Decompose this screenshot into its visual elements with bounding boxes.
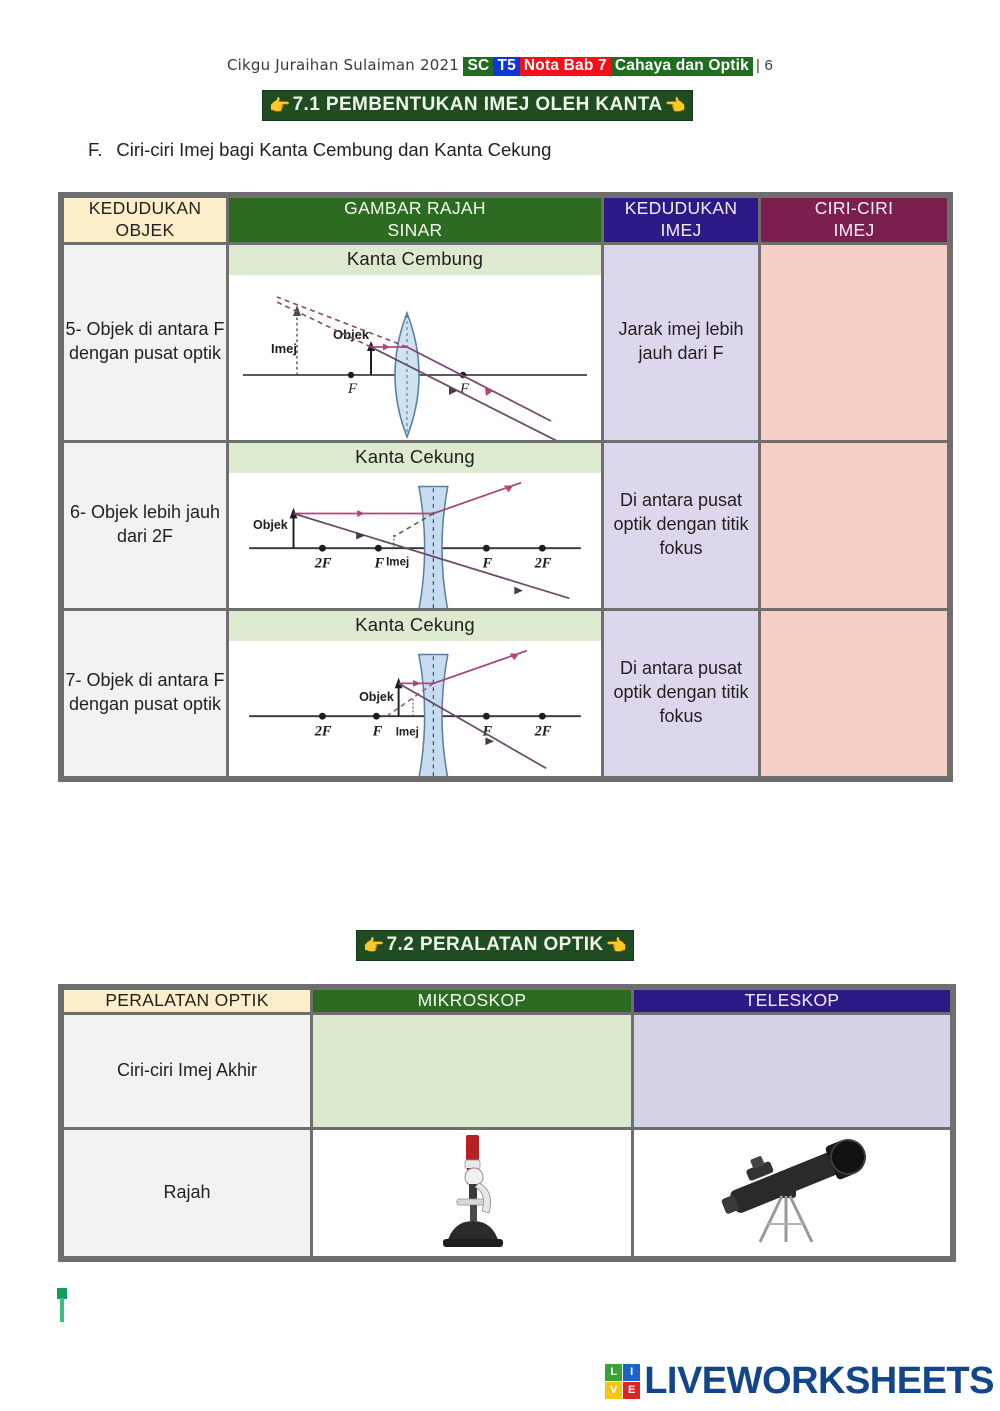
logo-square-l: L xyxy=(605,1364,623,1381)
table-row: 5- Objek di antara F dengan pusat optik … xyxy=(64,244,947,440)
row-2-ray-diagram-cell: Kanta Cekung 2F F F xyxy=(229,442,601,608)
row-1-diagram-title: Kanta Cembung xyxy=(346,247,484,269)
table-row: 6- Objek lebih jauh dari 2F Kanta Cekung xyxy=(64,442,947,608)
section-banner-7-1-label: 7.1 PEMBENTUKAN IMEJ OLEH KANTA xyxy=(292,94,663,115)
section-banner-7-2-label: 7.2 PERALATAN OPTIK xyxy=(386,934,604,955)
row-2-image-position: Di antara pusat optik dengan titik fokus xyxy=(604,442,758,608)
row-3-diagram-box: 2F F F 2F Objek Imej xyxy=(229,640,601,776)
svg-text:F: F xyxy=(459,381,470,397)
header-line-1: KEDUDUKAN xyxy=(88,198,202,218)
logo-square-v: V xyxy=(605,1382,623,1399)
table-row: Rajah xyxy=(64,1129,950,1256)
header-line-2: IMEJ xyxy=(833,219,875,240)
svg-text:2F: 2F xyxy=(534,555,552,571)
row-1-image-characteristics[interactable] xyxy=(761,244,947,440)
svg-text:Objek: Objek xyxy=(253,518,288,532)
header-line-2: SINAR xyxy=(387,219,443,240)
svg-text:Imej: Imej xyxy=(386,556,409,568)
table-header-row: PERALATAN OPTIK MIKROSKOP TELESKOP xyxy=(64,990,950,1012)
logo-squares: L I V E xyxy=(605,1364,641,1399)
row-rajah-label: Rajah xyxy=(64,1129,310,1256)
green-cursor-marker-icon xyxy=(57,1288,67,1322)
svg-text:2F: 2F xyxy=(314,555,332,571)
runhead-page-number: | 6 xyxy=(756,57,774,74)
svg-text:Objek: Objek xyxy=(359,690,394,704)
row-ciri-ciri-mikroskop-answer[interactable] xyxy=(313,1014,631,1127)
pointing-left-hand-icon: 👈 xyxy=(664,95,687,115)
row-2-image-characteristics[interactable] xyxy=(761,442,947,608)
pointing-right-hand-icon: 👉 xyxy=(363,935,385,955)
runhead-chip-nota: Nota Bab 7 xyxy=(519,57,611,77)
runhead-author: Cikgu Juraihan Sulaiman 2021 xyxy=(226,56,459,74)
svg-text:Imej: Imej xyxy=(396,726,419,738)
section-banner-7-2: 👉 7.2 PERALATAN OPTIK 👈 xyxy=(356,930,635,961)
table-header-row: KEDUDUKAN OBJEK GAMBAR RAJAH SINAR KEDUD… xyxy=(64,198,947,242)
runhead-chip-t5: T5 xyxy=(493,57,520,77)
svg-text:F: F xyxy=(482,555,493,571)
logo-wordmark: LIVEWORKSHEETS xyxy=(644,1360,994,1402)
lens-image-table: KEDUDUKAN OBJEK GAMBAR RAJAH SINAR KEDUD… xyxy=(58,192,953,782)
svg-text:Imej: Imej xyxy=(271,341,297,356)
row-ciri-ciri-imej-akhir-label: Ciri-ciri Imej Akhir xyxy=(64,1014,310,1127)
row-2-object-position: 6- Objek lebih jauh dari 2F xyxy=(64,442,226,608)
header-kedudukan-imej: KEDUDUKAN IMEJ xyxy=(604,198,758,242)
telescope-icon xyxy=(721,1139,866,1244)
svg-text:F: F xyxy=(374,555,385,571)
header-peralatan-optik: PERALATAN OPTIK xyxy=(64,990,310,1012)
row-3-image-position: Di antara pusat optik dengan titik fokus xyxy=(604,610,758,776)
row-1-diagram-box: F F Objek Imej xyxy=(229,274,601,440)
svg-text:2F: 2F xyxy=(534,723,552,739)
row-1-object-position: 5- Objek di antara F dengan pusat optik xyxy=(64,244,226,440)
header-mikroskop: MIKROSKOP xyxy=(313,990,631,1012)
header-teleskop: TELESKOP xyxy=(634,990,950,1012)
microscope-icon xyxy=(443,1135,503,1248)
svg-text:F: F xyxy=(347,381,358,397)
liveworksheets-logo: L I V E LIVEWORKSHEETS xyxy=(605,1360,994,1403)
row-2-diagram-box: 2F F F 2F Objek Imej xyxy=(229,472,601,608)
header-line-2: IMEJ xyxy=(660,219,702,240)
subheading-letter: F. xyxy=(88,139,103,160)
row-1-ray-diagram-cell: Kanta Cembung F F xyxy=(229,244,601,440)
svg-text:F: F xyxy=(372,723,383,739)
subheading-f: F. Ciri-ciri Imej bagi Kanta Cembung dan … xyxy=(88,139,551,161)
row-3-diagram-title: Kanta Cekung xyxy=(355,613,475,635)
row-rajah-teleskop-image xyxy=(634,1129,950,1256)
subheading-text: Ciri-ciri Imej bagi Kanta Cembung dan Ka… xyxy=(116,139,552,160)
row-rajah-mikroskop-image xyxy=(313,1129,631,1256)
header-line-1: KEDUDUKAN xyxy=(624,198,738,218)
row-1-image-position: Jarak imej lebih jauh dari F xyxy=(604,244,758,440)
row-3-image-characteristics[interactable] xyxy=(761,610,947,776)
header-kedudukan-objek: KEDUDUKAN OBJEK xyxy=(64,198,226,242)
table-row: Ciri-ciri Imej Akhir xyxy=(64,1014,950,1127)
header-ciri-ciri-imej: CIRI-CIRI IMEJ xyxy=(761,198,947,242)
header-gambar-rajah-sinar: GAMBAR RAJAH SINAR xyxy=(229,198,601,242)
concave-lens-ray-diagram-near: 2F F F 2F Objek Imej xyxy=(249,649,581,776)
logo-square-e: E xyxy=(623,1382,641,1399)
pointing-right-hand-icon: 👉 xyxy=(269,95,291,115)
header-line-2: OBJEK xyxy=(115,219,175,240)
runhead-chip-topic: Cahaya dan Optik xyxy=(610,57,753,77)
row-ciri-ciri-teleskop-answer[interactable] xyxy=(634,1014,950,1127)
logo-square-i: I xyxy=(623,1364,641,1381)
table-row: 7- Objek di antara F dengan pusat optik … xyxy=(64,610,947,776)
header-line-1: GAMBAR RAJAH xyxy=(344,198,486,218)
optical-instruments-table: PERALATAN OPTIK MIKROSKOP TELESKOP Ciri-… xyxy=(58,984,956,1262)
svg-text:F: F xyxy=(482,723,493,739)
row-3-ray-diagram-cell: Kanta Cekung 2F F F 2F xyxy=(229,610,601,776)
row-3-object-position: 7- Objek di antara F dengan pusat optik xyxy=(64,610,226,776)
convex-lens-ray-diagram: F F Objek Imej xyxy=(243,296,587,440)
svg-text:2F: 2F xyxy=(314,723,332,739)
svg-text:Objek: Objek xyxy=(333,327,370,342)
runhead-chip-sc: SC xyxy=(463,57,494,77)
header-line-1: CIRI-CIRI xyxy=(814,198,894,218)
concave-lens-ray-diagram-far: 2F F F 2F Objek Imej xyxy=(249,481,581,608)
pointing-left-hand-icon: 👈 xyxy=(605,935,628,955)
row-2-diagram-title: Kanta Cekung xyxy=(355,445,475,467)
section-banner-7-1: 👉 7.1 PEMBENTUKAN IMEJ OLEH KANTA 👈 xyxy=(262,90,694,121)
